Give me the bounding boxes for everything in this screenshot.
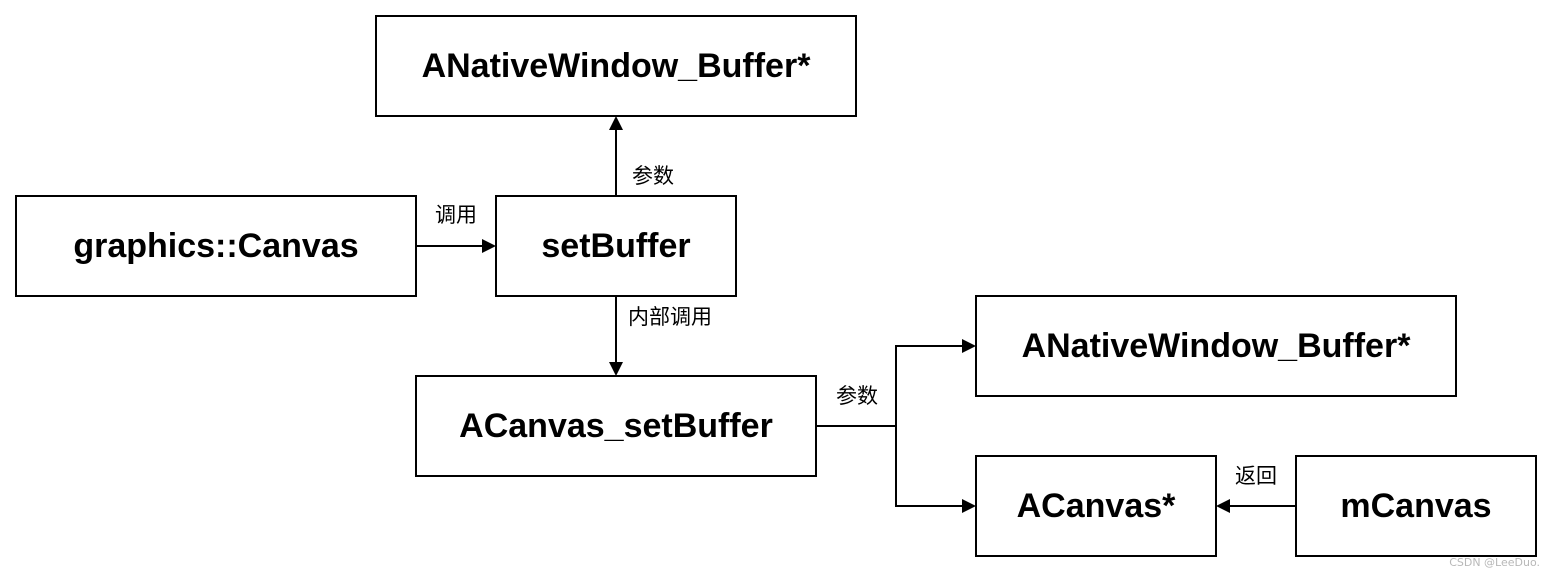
node-label-graphics-canvas: graphics::Canvas <box>73 227 358 265</box>
edge-labels: 调用 参数 内部调用 参数 返回 <box>435 164 1277 488</box>
arrowhead-call <box>482 239 496 253</box>
node-acanvas-set-buffer: ACanvas_setBuffer <box>415 375 817 477</box>
edge-label-param-right: 参数 <box>836 384 878 408</box>
edges <box>416 116 1296 513</box>
node-label-set-buffer: setBuffer <box>541 227 690 265</box>
arrowhead-param-right <box>962 339 976 353</box>
edge-label-call: 调用 <box>435 203 477 227</box>
node-label-acanvas-ptr: ACanvas* <box>1017 487 1177 525</box>
watermark: CSDN @LeeDuo. <box>1449 556 1540 569</box>
node-acanvas-ptr: ACanvas* <box>975 455 1217 557</box>
node-graphics-canvas: graphics::Canvas <box>15 195 417 297</box>
node-label-buffer-top: ANativeWindow_Buffer* <box>422 47 812 85</box>
edge-label-internal-call: 内部调用 <box>628 305 712 329</box>
node-label-buffer-right: ANativeWindow_Buffer* <box>1022 327 1412 365</box>
node-label-acanvas-set-buffer: ACanvas_setBuffer <box>459 407 773 445</box>
node-buffer-right: ANativeWindow_Buffer* <box>975 295 1457 397</box>
node-buffer-top: ANativeWindow_Buffer* <box>375 15 857 117</box>
edge-param-right <box>816 345 964 427</box>
arrowhead-return <box>1216 499 1230 513</box>
edge-to-acanvas <box>895 426 964 507</box>
node-set-buffer: setBuffer <box>495 195 737 297</box>
node-m-canvas: mCanvas <box>1295 455 1537 557</box>
edge-label-param-top: 参数 <box>632 164 674 188</box>
node-label-m-canvas: mCanvas <box>1340 487 1491 525</box>
arrowhead-to-acanvas <box>962 499 976 513</box>
edge-label-return: 返回 <box>1235 464 1277 488</box>
arrowhead-internal-call <box>609 362 623 376</box>
arrowhead-param-top <box>609 116 623 130</box>
